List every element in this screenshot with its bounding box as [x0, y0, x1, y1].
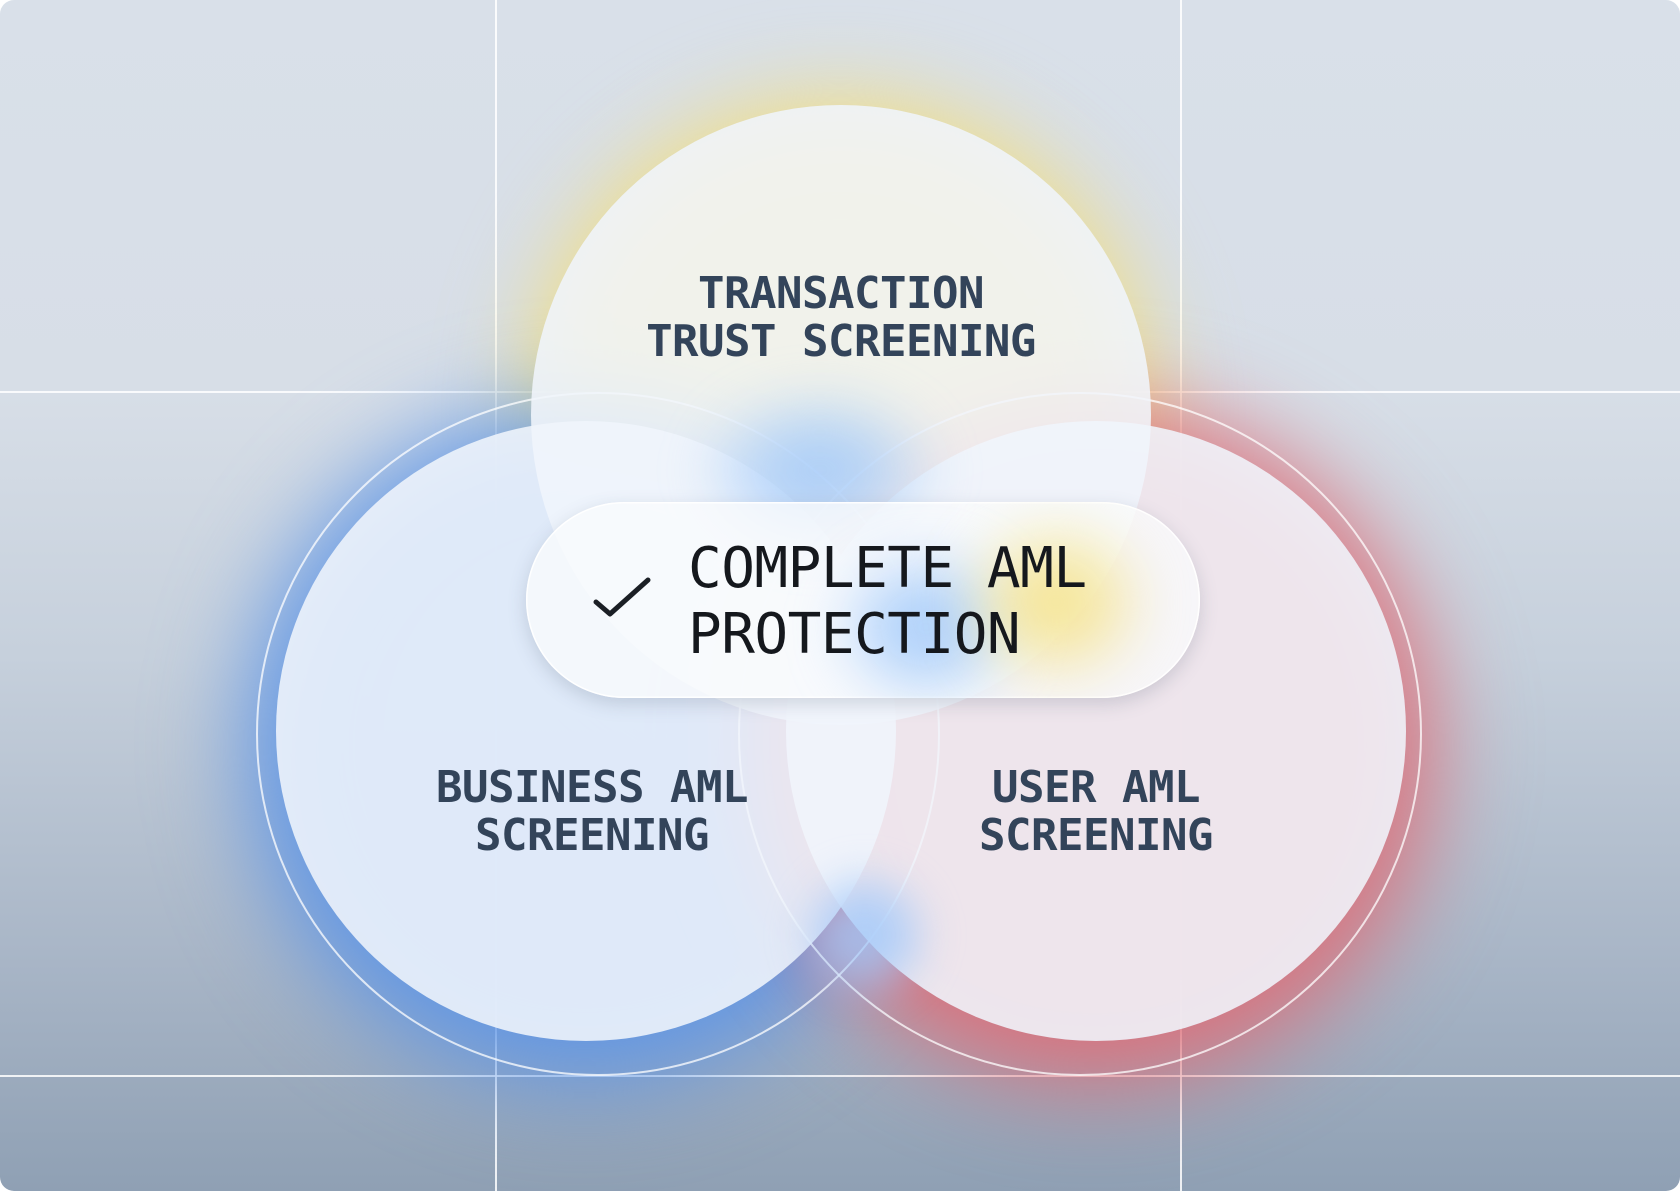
business-aml-label: BUSINESS AML SCREENING: [292, 764, 892, 860]
center-result-text: COMPLETE AML PROTECTION: [688, 536, 1087, 668]
pill-highlight-yellow: [956, 512, 1156, 692]
user-aml-label: USER AML SCREENING: [796, 764, 1396, 860]
transaction-trust-label-line1: TRANSACTION: [698, 268, 984, 319]
center-result-line2: PROTECTION: [688, 602, 1021, 667]
check-icon: [593, 577, 651, 617]
user-aml-label-line1: USER AML: [992, 762, 1200, 813]
transaction-trust-label: TRANSACTION TRUST SCREENING: [541, 270, 1141, 366]
grid-line-horizontal-bottom: [0, 1075, 1680, 1077]
transaction-trust-label-line2: TRUST SCREENING: [646, 316, 1036, 367]
overlap-highlight-bottom: [790, 860, 940, 1010]
center-result-pill: [526, 502, 1200, 698]
business-aml-label-line1: BUSINESS AML: [436, 762, 748, 813]
business-aml-label-line2: SCREENING: [475, 810, 709, 861]
user-aml-label-line2: SCREENING: [979, 810, 1213, 861]
center-result-line1: COMPLETE AML: [688, 536, 1087, 601]
